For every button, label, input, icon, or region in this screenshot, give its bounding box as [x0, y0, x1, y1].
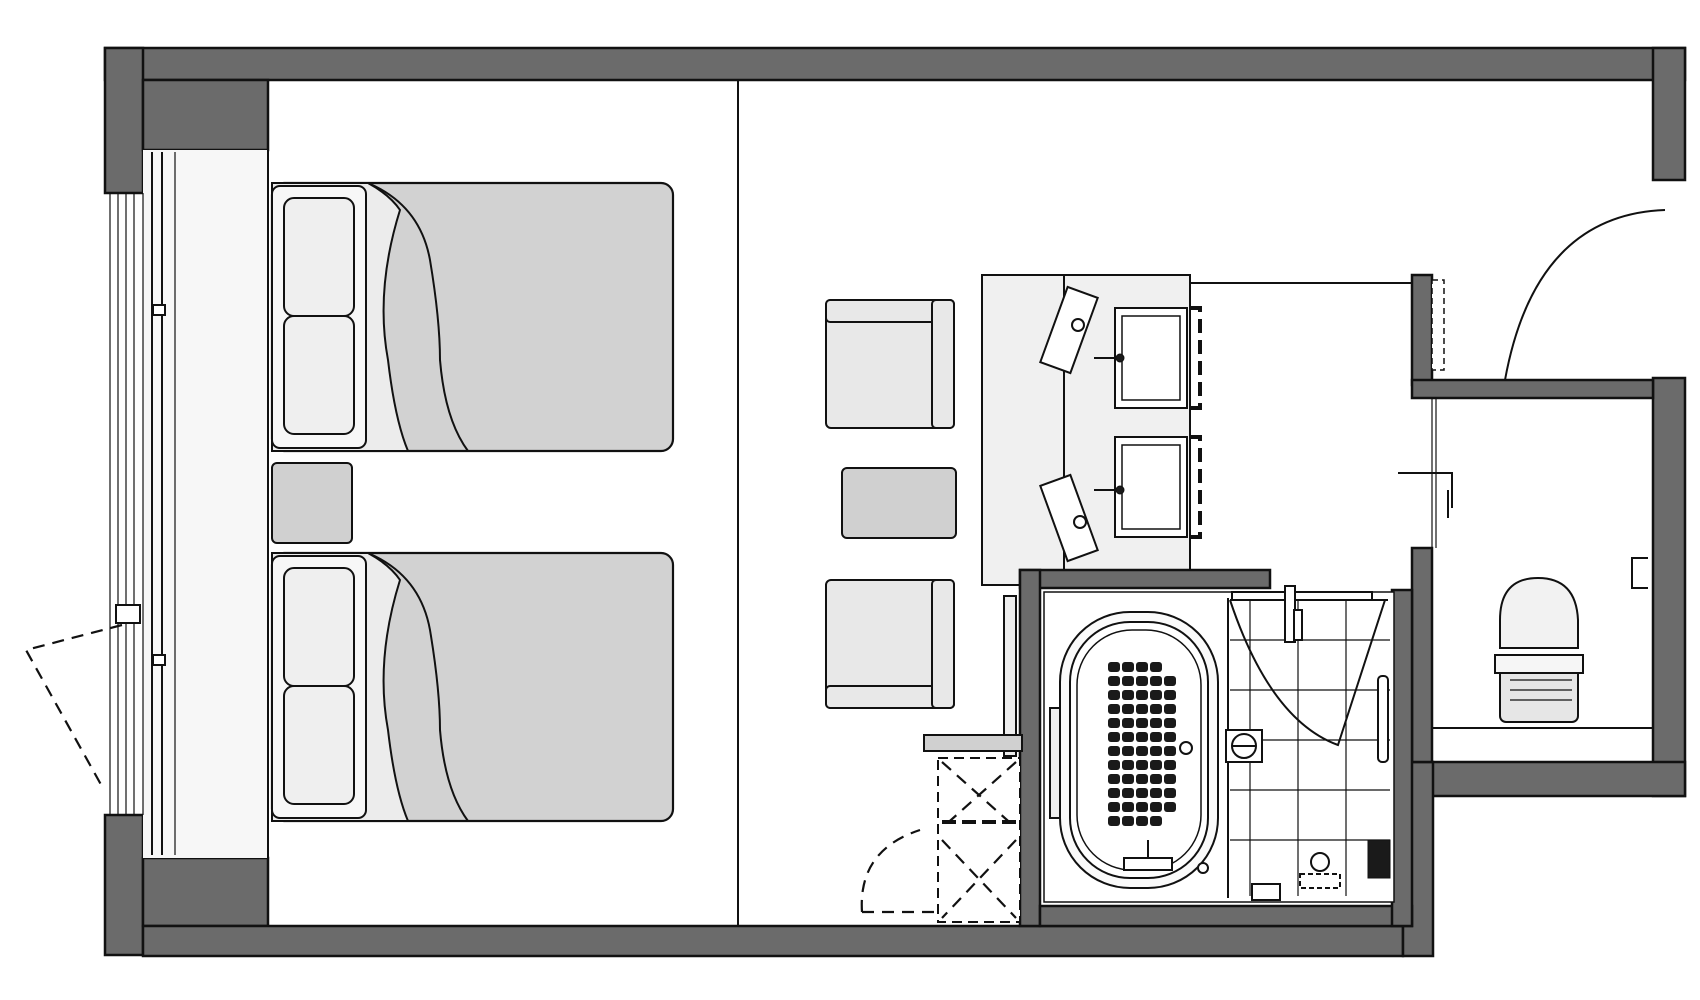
wall-bottom: [141, 924, 1405, 958]
door-swing-icon: [1504, 209, 1666, 381]
wall-corner-top: [141, 78, 270, 152]
sink-icon: [1039, 285, 1202, 410]
pillow: [283, 315, 355, 435]
bed-2: [270, 551, 675, 823]
partition-horizontal: [1410, 378, 1655, 400]
wall-bottom-right: [1401, 760, 1687, 798]
bath-trim: [1049, 707, 1061, 819]
bed-1: [270, 181, 675, 453]
wall-right-lower: [1651, 376, 1687, 798]
bath-mat: [1108, 662, 1176, 826]
wall-right-top: [1651, 46, 1687, 182]
pillow: [283, 197, 355, 317]
paper-holder-icon: [1631, 557, 1648, 589]
sink-icon: [1039, 435, 1202, 563]
nightstand: [271, 462, 353, 544]
pillow: [283, 567, 355, 687]
door-swing-icon: [1398, 472, 1453, 518]
bath-trim: [1003, 595, 1017, 757]
wall-top: [103, 46, 1687, 82]
pillow: [283, 685, 355, 805]
wall-left-top: [103, 46, 145, 195]
shower-icon: [1225, 585, 1391, 901]
balcony-door-icon: [24, 623, 123, 791]
wall-corner-bottom: [141, 856, 270, 928]
partition-low: [1410, 546, 1434, 764]
toilet-icon: [1494, 576, 1584, 723]
wall-left-bottom: [103, 813, 145, 957]
partition-top: [1410, 273, 1434, 387]
armchair-2: [825, 579, 955, 709]
side-table: [841, 467, 957, 539]
balcony-window: [109, 150, 269, 858]
bathtub-icon: [1059, 611, 1219, 889]
armchair-1: [825, 299, 955, 429]
closet: [860, 734, 1023, 923]
outer-walls: [103, 46, 1687, 958]
